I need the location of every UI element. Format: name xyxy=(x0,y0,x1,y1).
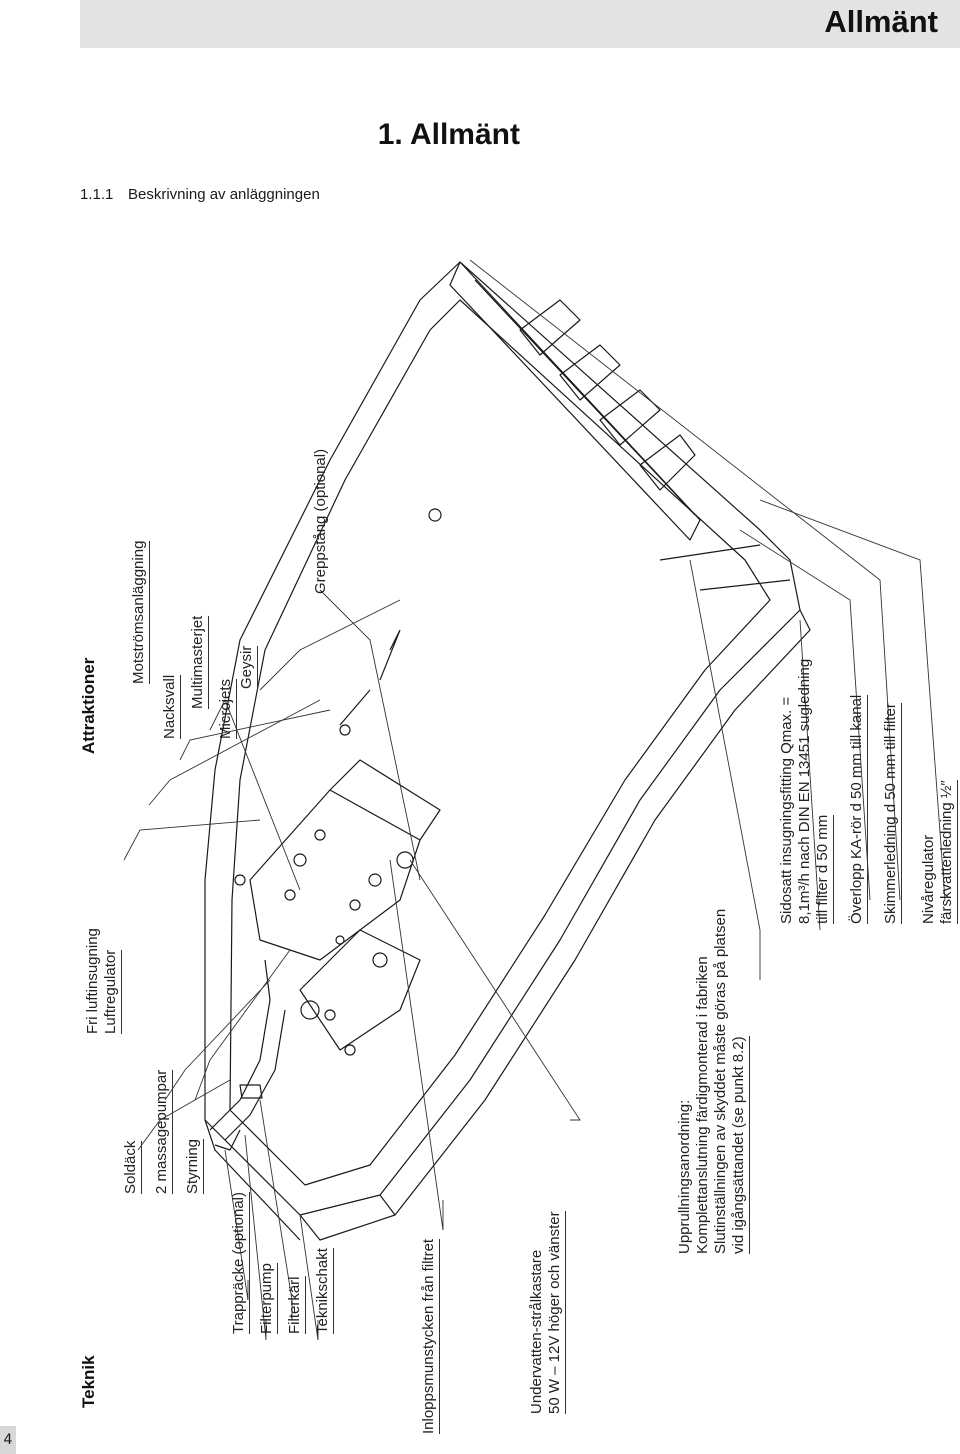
label-sidosatt-line1: Sidosatt insugningsfitting Qmax. = xyxy=(778,696,795,924)
label-filterkarl: Filterkärl xyxy=(286,1276,306,1334)
label-sidosatt-line3: till filter d 50 mm xyxy=(814,814,834,924)
label-multimasterjet: Multimasterjet xyxy=(189,615,209,709)
label-upprullning-line2: Komplettanslutning färdigmonterad i fabr… xyxy=(694,956,711,1254)
technical-shaft xyxy=(239,1084,263,1099)
label-undervatten-line2: 50 W – 12V höger och vänster xyxy=(546,1211,566,1414)
label-microjets: Microjets xyxy=(217,678,237,739)
label-inloppsmunstycken: Inloppsmunstycken från filtret xyxy=(420,1238,440,1434)
label-farskvattenledning: färskvattenledning ½″ xyxy=(938,780,958,924)
label-soldack: Soldäck xyxy=(122,1140,142,1194)
cover-roll xyxy=(449,261,701,541)
label-skimmerledning: Skimmerledning d 50 mm till filter xyxy=(882,703,902,924)
label-geysir: Geysir xyxy=(238,645,258,689)
section-number: 1.1.1 xyxy=(80,186,114,203)
label-sidosatt-line2: 8,1m³/h nach DIN EN 13451 sugledning xyxy=(796,658,813,924)
label-undervatten-line1: Undervatten-strålkastare xyxy=(528,1249,545,1414)
chapter-title: 1. Allmänt xyxy=(377,118,520,151)
header-title: Allmänt xyxy=(824,4,938,39)
label-massagepumpar: 2 massagepumpar xyxy=(153,1069,173,1194)
label-upprullning-line4: vid igångsättandet (se punkt 8.2) xyxy=(730,1036,750,1254)
page-number: 4 xyxy=(0,1426,16,1454)
pool-body xyxy=(299,609,811,1241)
pool-rim-outer xyxy=(204,261,801,1216)
pool-rim-inner xyxy=(229,299,771,1186)
label-greppstang: Greppstång (optional) xyxy=(312,448,329,594)
header-bar xyxy=(80,0,960,48)
label-teknikschakt: Teknikschakt xyxy=(314,1248,334,1334)
group-heading-teknik: Teknik xyxy=(79,1355,98,1408)
stair-rail xyxy=(209,959,271,1131)
label-luftregulator: Luftregulator xyxy=(102,949,122,1034)
label-nivaregulator: Nivåregulator xyxy=(920,834,937,924)
section-title: Beskrivning av anläggningen xyxy=(128,186,320,203)
label-upprullning-line1: Upprullningsanordning: xyxy=(676,1099,693,1254)
grab-bar xyxy=(339,629,401,726)
label-motstromsanlaggning: Motströmsanläggning xyxy=(130,540,150,684)
label-filterpump: Filterpump xyxy=(258,1263,278,1334)
deck-edge xyxy=(204,1119,301,1241)
label-fri-luftinsugning: Fri luftinsugning xyxy=(84,928,101,1034)
group-heading-attraktioner: Attraktioner xyxy=(79,657,98,754)
label-nacksvall: Nacksvall xyxy=(161,674,181,739)
label-overlopp: Överlopp KA-rör d 50 mm till kanal xyxy=(848,694,868,924)
label-upprullning-line3: Slutinställningen av skyddet måste göras… xyxy=(712,908,729,1254)
label-styrning: Styrning xyxy=(184,1138,204,1194)
label-trappracke: Trappräcke (optional) xyxy=(230,1191,250,1334)
